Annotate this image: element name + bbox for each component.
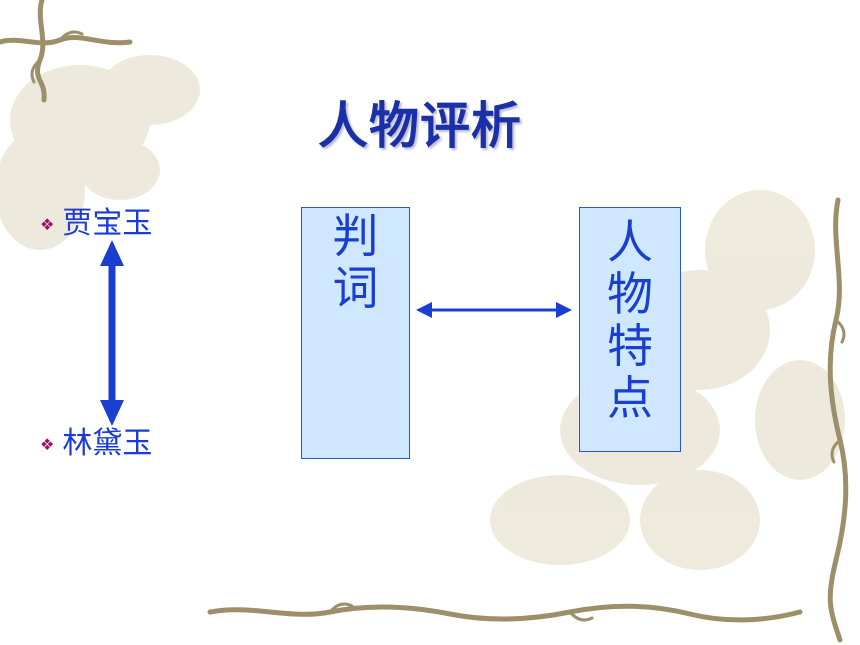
box-char: 人 xyxy=(607,215,653,269)
character-traits-box: 人 物 特 点 xyxy=(579,207,681,452)
diamond-bullet-icon: ❖ xyxy=(40,435,55,454)
page-title: 人物评析 xyxy=(318,97,522,155)
judgment-box: 判 词 xyxy=(301,207,410,459)
box-char: 词 xyxy=(332,261,379,315)
bullet-label: 林黛玉 xyxy=(62,426,153,461)
bullet-label: 贾宝玉 xyxy=(62,206,153,241)
box-char: 点 xyxy=(607,371,653,425)
bullet-item-jia-baoyu: ❖ 贾宝玉 xyxy=(40,198,152,242)
box-char: 物 xyxy=(607,267,653,321)
box-char: 判 xyxy=(332,209,379,263)
box-char: 特 xyxy=(607,319,653,373)
bullet-item-lin-daiyu: ❖ 林黛玉 xyxy=(40,418,152,462)
diamond-bullet-icon: ❖ xyxy=(40,215,55,234)
